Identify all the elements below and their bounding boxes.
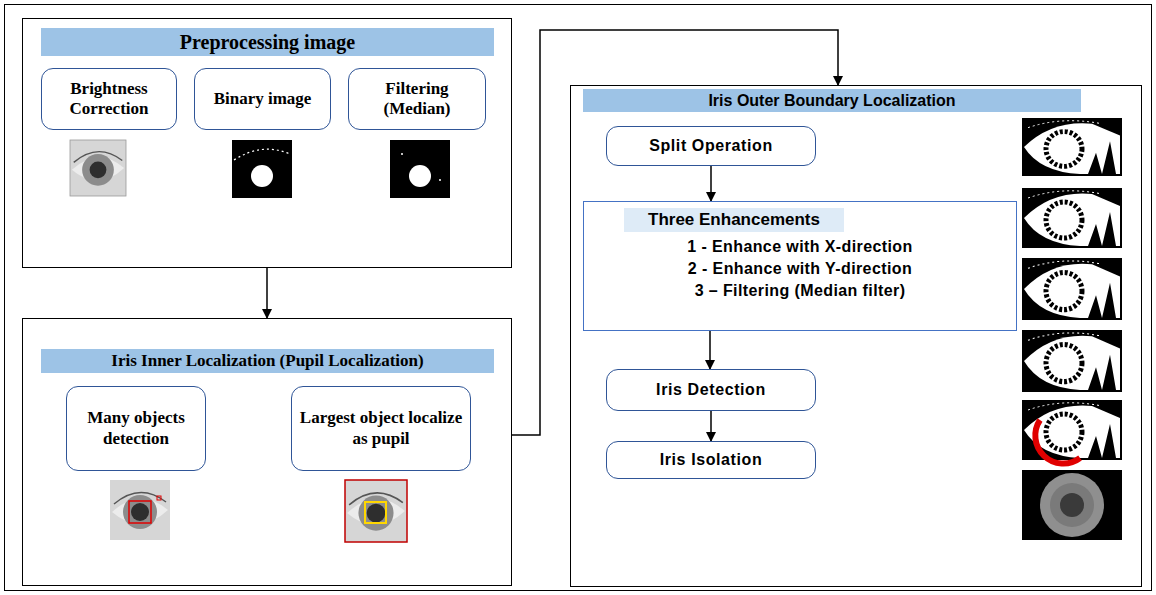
box-label: Iris Detection xyxy=(656,380,766,399)
stage-panel: Iris Outer Boundary LocalizationSplit Op… xyxy=(570,85,1142,587)
box-label: Many objects detection xyxy=(74,408,198,449)
figure-frame xyxy=(5,5,1152,591)
panel-heading: Iris Outer Boundary Localization xyxy=(583,89,1081,112)
process-box: Filtering (Median) xyxy=(348,68,486,130)
process-box: Iris Detection xyxy=(606,369,816,411)
step-text: 2 - Enhance with Y-direction xyxy=(592,260,1008,278)
enhanced-eye xyxy=(1022,188,1122,392)
process-box: Iris Isolation xyxy=(606,441,816,479)
binary-eye xyxy=(232,140,292,198)
box-label: Brightness Correction xyxy=(49,79,169,120)
split-eye xyxy=(1022,118,1122,176)
detected-eye xyxy=(1022,400,1122,464)
flow-arrow xyxy=(710,166,712,201)
process-box: Binary image xyxy=(194,68,331,130)
pupil-eye xyxy=(345,480,407,542)
panel-heading: Iris Inner Localization (Pupil Localizat… xyxy=(41,349,494,373)
flow-arrow xyxy=(709,331,711,369)
process-box: Many objects detection xyxy=(66,386,206,471)
process-box: Brightness Correction xyxy=(41,68,177,130)
isolated-iris xyxy=(1022,470,1122,540)
box-heading: Three Enhancements xyxy=(624,208,844,232)
flow-arrow xyxy=(710,411,712,441)
stage-panel: Preprocessing imageBrightness Correction… xyxy=(22,18,512,268)
panel-heading: Preprocessing image xyxy=(41,28,494,56)
stage-panel: Iris Inner Localization (Pupil Localizat… xyxy=(22,318,512,586)
box-label: Split Operation xyxy=(649,136,773,155)
filtered-eye xyxy=(390,140,450,198)
process-box: Split Operation xyxy=(606,126,816,166)
objects-eye xyxy=(110,480,170,540)
box-label: Filtering (Median) xyxy=(356,79,478,120)
step-text: 1 - Enhance with X-direction xyxy=(592,238,1008,256)
process-box: Largest object localize as pupil xyxy=(291,386,471,471)
box-label: Largest object localize as pupil xyxy=(299,408,463,449)
flow-arrow xyxy=(266,268,268,318)
box-label: Binary image xyxy=(214,89,312,109)
eye-photo xyxy=(70,140,126,196)
step-text: 3 – Filtering (Median filter) xyxy=(592,282,1008,300)
box-label: Iris Isolation xyxy=(660,450,763,469)
enhancement-box: Three Enhancements 1 - Enhance with X-dir… xyxy=(583,201,1017,331)
